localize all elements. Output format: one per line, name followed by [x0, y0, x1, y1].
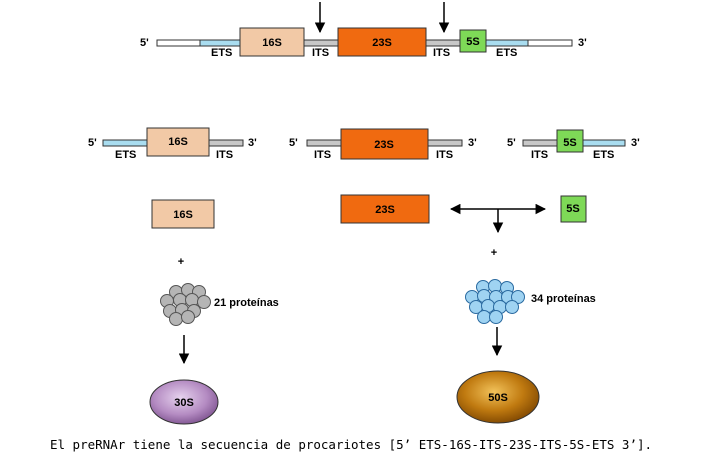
fragment-5s: 5' ITS 5S ETS 3' — [507, 129, 640, 161]
precursor-its-1-label: ITS — [312, 47, 329, 59]
frag23-its-left-label: ITS — [314, 149, 331, 161]
frag23-3prime-label: 3' — [468, 137, 477, 149]
precursor-ets-3-label: ETS — [496, 47, 517, 59]
frag5-its — [522, 139, 558, 147]
precursor-trailer — [527, 39, 573, 47]
mature-23s-label: 23S — [375, 204, 395, 216]
mature-5s: 5S — [560, 195, 587, 223]
precursor-ets-5-label: ETS — [211, 47, 232, 59]
protein-cluster-21 — [160, 283, 211, 326]
precursor-23s-block — [337, 27, 427, 57]
precursor-16s-label: 16S — [262, 37, 282, 49]
protein-blue-sphere-14 — [489, 310, 503, 324]
protein-34-label: 34 proteínas — [531, 293, 596, 305]
precursor-23s-label: 23S — [372, 37, 392, 49]
subunit-30s-shape — [149, 379, 219, 425]
frag23-5prime-label: 5' — [289, 137, 298, 149]
protein-grey-sphere-7 — [197, 295, 211, 309]
precursor-5s-label: 5S — [466, 36, 479, 48]
precursor-ets-5 — [199, 39, 241, 47]
mature-23s: 23S — [340, 194, 430, 224]
protein-21-label: 21 proteínas — [214, 297, 279, 309]
frag16-3prime-label: 3' — [248, 137, 257, 149]
precursor-its-2 — [425, 39, 461, 47]
subunit-50s-label: 50S — [488, 392, 508, 404]
plus-sign-left: + — [178, 256, 184, 268]
frag23-its-right-label: ITS — [436, 149, 453, 161]
frag16-its — [208, 139, 244, 147]
frag16-ets-label: ETS — [115, 149, 136, 161]
mature-16s: 16S — [151, 199, 215, 229]
frag5-3prime-label: 3' — [631, 137, 640, 149]
mature-5s-label: 5S — [566, 203, 579, 215]
frag16-16s-label: 16S — [168, 136, 188, 148]
plus-sign-right: + — [491, 247, 497, 259]
frag5-ets — [582, 139, 626, 147]
frag5-5prime-label: 5' — [507, 137, 516, 149]
precursor-leader — [156, 39, 201, 47]
precursor-5prime-label: 5' — [140, 37, 149, 49]
protein-grey-sphere-12 — [181, 310, 195, 324]
fragment-23s: 5' ITS 23S ITS 3' — [289, 128, 477, 161]
frag23-23s-label: 23S — [374, 139, 394, 151]
subunit-30s: 30S — [149, 379, 219, 425]
protein-blue-sphere-13 — [477, 310, 491, 324]
mature-16s-label: 16S — [173, 209, 193, 221]
protein-blue-sphere-12 — [505, 300, 519, 314]
precursor-rna: 5' ETS 16S ITS 23S ITS 5S ETS 3' — [140, 2, 587, 59]
frag23-its-right — [427, 139, 463, 147]
frag5-its-label: ITS — [531, 149, 548, 161]
frag5-ets-label: ETS — [593, 149, 614, 161]
subunit-50s-shape — [456, 370, 540, 424]
mature-16s-block — [151, 199, 215, 229]
assembly-join-arrows — [449, 203, 547, 234]
frag16-ets — [102, 139, 148, 147]
frag16-16s-block — [146, 127, 210, 157]
precursor-its-1 — [303, 39, 339, 47]
precursor-3prime-label: 3' — [578, 37, 587, 49]
precursor-ets-3 — [485, 39, 529, 47]
rrna-processing-diagram: 5' ETS 16S ITS 23S ITS 5S ETS 3' 5' ETS … — [88, 2, 640, 425]
frag23-its-left — [306, 139, 342, 147]
precursor-its-2-label: ITS — [433, 47, 450, 59]
figure-caption: El preRNAr tiene la secuencia de procari… — [49, 437, 653, 452]
subunit-50s: 50S — [456, 370, 540, 424]
protein-grey-sphere-11 — [169, 312, 183, 326]
fragment-16s: 5' ETS 16S ITS 3' — [88, 127, 257, 161]
subunit-30s-label: 30S — [174, 397, 194, 409]
frag16-5prime-label: 5' — [88, 137, 97, 149]
frag5-5s-label: 5S — [563, 137, 576, 149]
mature-5s-block — [560, 195, 587, 223]
frag16-its-label: ITS — [216, 149, 233, 161]
protein-cluster-34 — [465, 279, 525, 324]
mature-23s-block — [340, 194, 430, 224]
precursor-16s-block — [239, 27, 305, 57]
